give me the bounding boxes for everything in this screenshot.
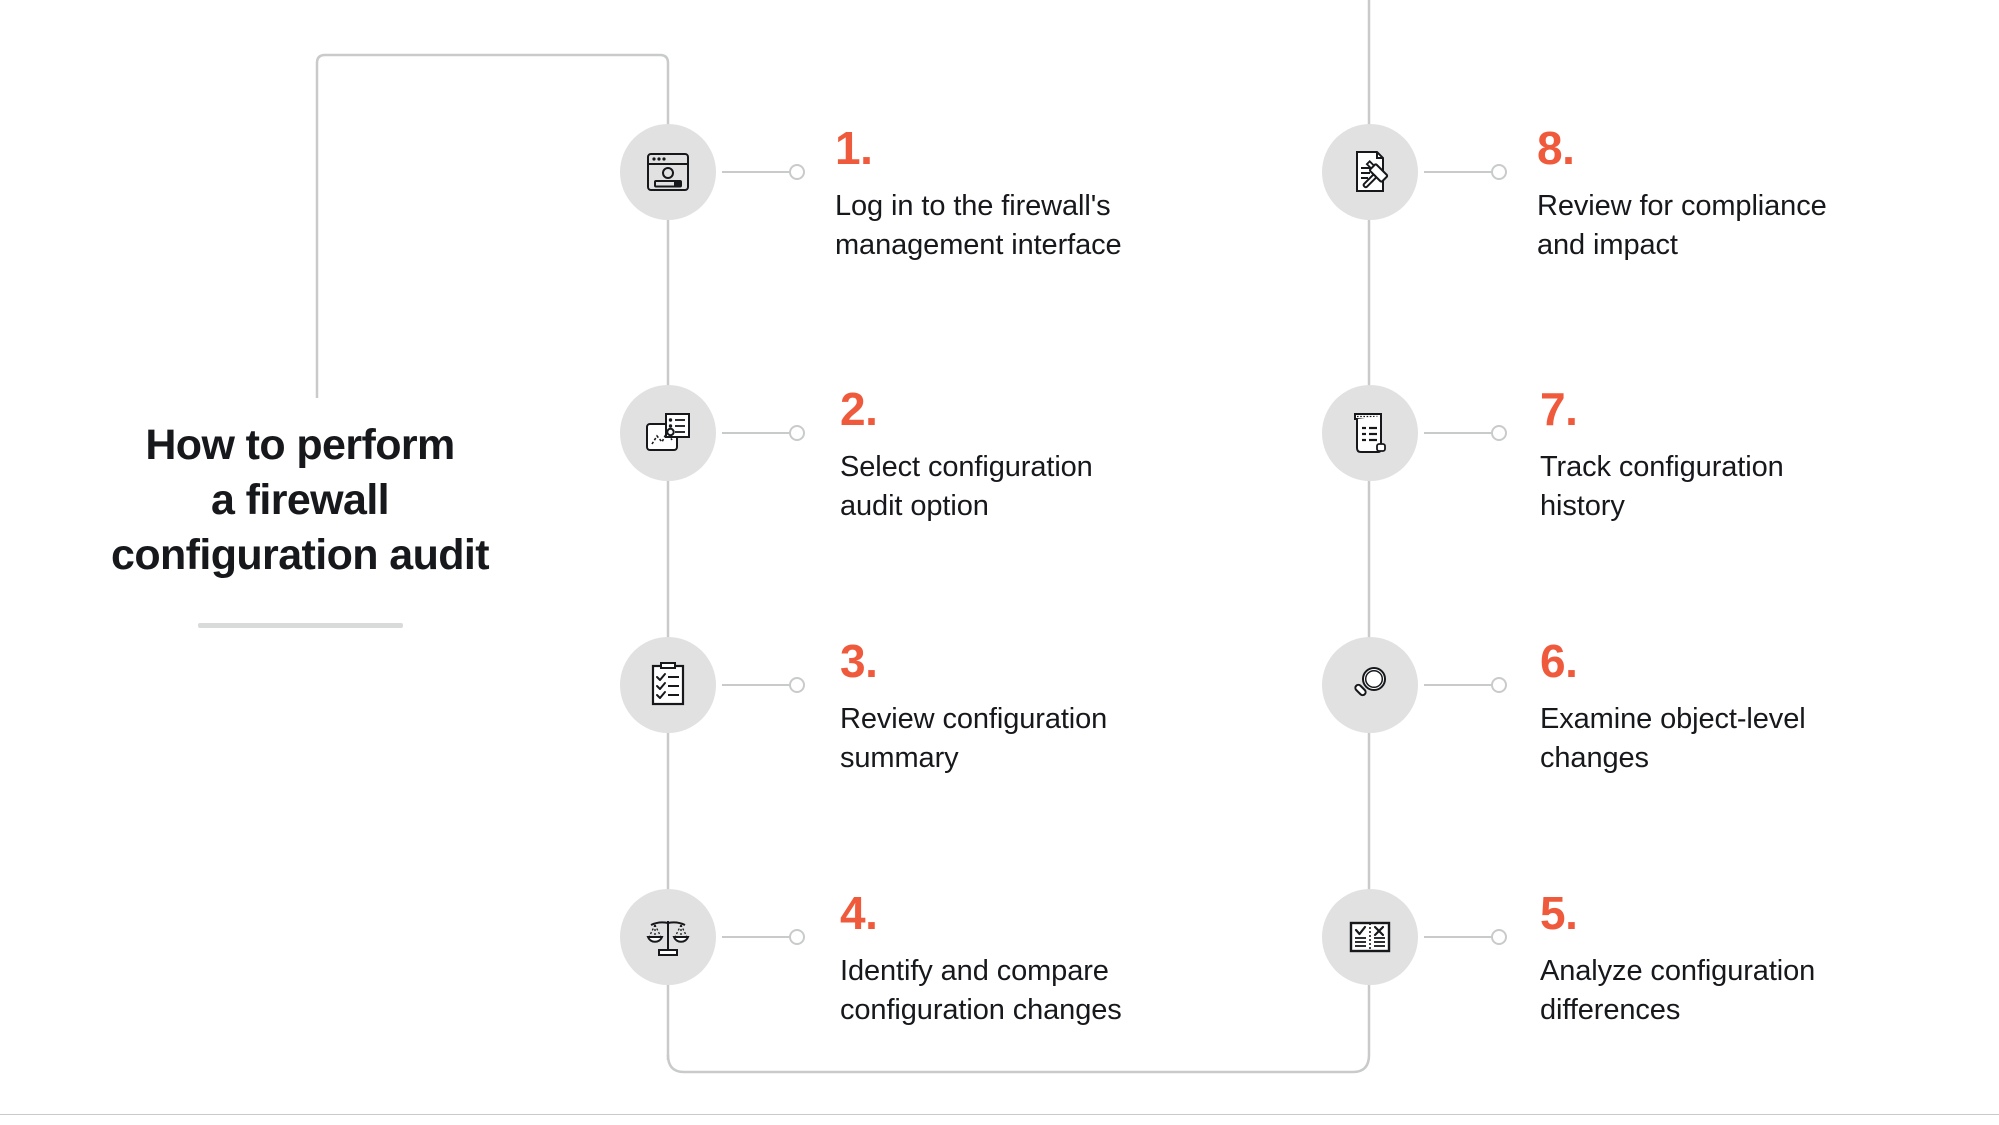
- title-to-column1-connector: [315, 53, 670, 398]
- leader-dot-step-5: [1491, 929, 1507, 945]
- step-8-number: 8.: [1537, 122, 1575, 174]
- title-underline-rule: [197, 623, 403, 629]
- step-2-icon-circle[interactable]: [620, 385, 716, 481]
- step-8-text-block: 8. Review for compliance and impact: [1537, 125, 1977, 266]
- step-5-icon-circle[interactable]: [1322, 889, 1418, 985]
- leader-dot-step-6: [1491, 677, 1507, 693]
- scroll-history-icon: [1354, 413, 1386, 453]
- page-baseline-rule: [0, 1114, 1999, 1115]
- step-5-text-block: 5. Analyze configuration differences: [1540, 890, 1990, 1031]
- step-3-icon-circle[interactable]: [620, 637, 716, 733]
- step-4-icon-circle[interactable]: [620, 889, 716, 985]
- step-8-label: Review for compliance and impact: [1537, 190, 1827, 262]
- step-1-icon-circle[interactable]: [620, 124, 716, 220]
- step-3-label: Review configuration summary: [840, 703, 1108, 775]
- login-window-icon: [647, 153, 689, 191]
- leader-dot-step-1: [789, 164, 805, 180]
- leader-dot-step-8: [1491, 164, 1507, 180]
- title-block: How to perform a firewall configuration …: [40, 418, 560, 629]
- step-3-text-block: 3. Review configuration summary: [840, 638, 1260, 779]
- step-7-label: Track configuration history: [1540, 451, 1784, 523]
- page-title: How to perform a firewall configuration …: [111, 421, 490, 580]
- leader-dot-step-2: [789, 425, 805, 441]
- step-2-label: Select configuration audit option: [840, 451, 1093, 523]
- step-8-icon-circle[interactable]: [1322, 124, 1418, 220]
- balance-scales-icon: [646, 921, 690, 956]
- checklist-clipboard-icon: [651, 662, 685, 706]
- chart-options-icon: [646, 413, 690, 451]
- step-6-label: Examine object-level changes: [1540, 703, 1806, 775]
- step-6-icon-circle[interactable]: [1322, 637, 1418, 733]
- leader-dot-step-7: [1491, 425, 1507, 441]
- step-4-text-block: 4. Identify and compare configuration ch…: [840, 890, 1270, 1031]
- step-6-text-block: 6. Examine object-level changes: [1540, 638, 1980, 779]
- step-4-number: 4.: [840, 887, 878, 939]
- step-2-number: 2.: [840, 383, 878, 435]
- leader-dot-step-4: [789, 929, 805, 945]
- step-7-text-block: 7. Track configuration history: [1540, 386, 1980, 527]
- step-7-icon-circle[interactable]: [1322, 385, 1418, 481]
- document-gavel-icon: [1356, 151, 1389, 192]
- step-5-label: Analyze configuration differences: [1540, 955, 1816, 1027]
- step-1-label: Log in to the firewall's management inte…: [835, 190, 1122, 262]
- step-6-number: 6.: [1540, 635, 1578, 687]
- compare-diff-icon: [1349, 921, 1391, 953]
- step-5-number: 5.: [1540, 887, 1578, 939]
- step-1-text-block: 1. Log in to the firewall's management i…: [835, 125, 1255, 266]
- step-4-label: Identify and compare configuration chang…: [840, 955, 1122, 1027]
- step-3-number: 3.: [840, 635, 878, 687]
- step-7-number: 7.: [1540, 383, 1578, 435]
- step-1-number: 1.: [835, 122, 873, 174]
- magnifying-glass-icon: [1354, 667, 1386, 697]
- leader-dot-step-3: [789, 677, 805, 693]
- step-2-text-block: 2. Select configuration audit option: [840, 386, 1260, 527]
